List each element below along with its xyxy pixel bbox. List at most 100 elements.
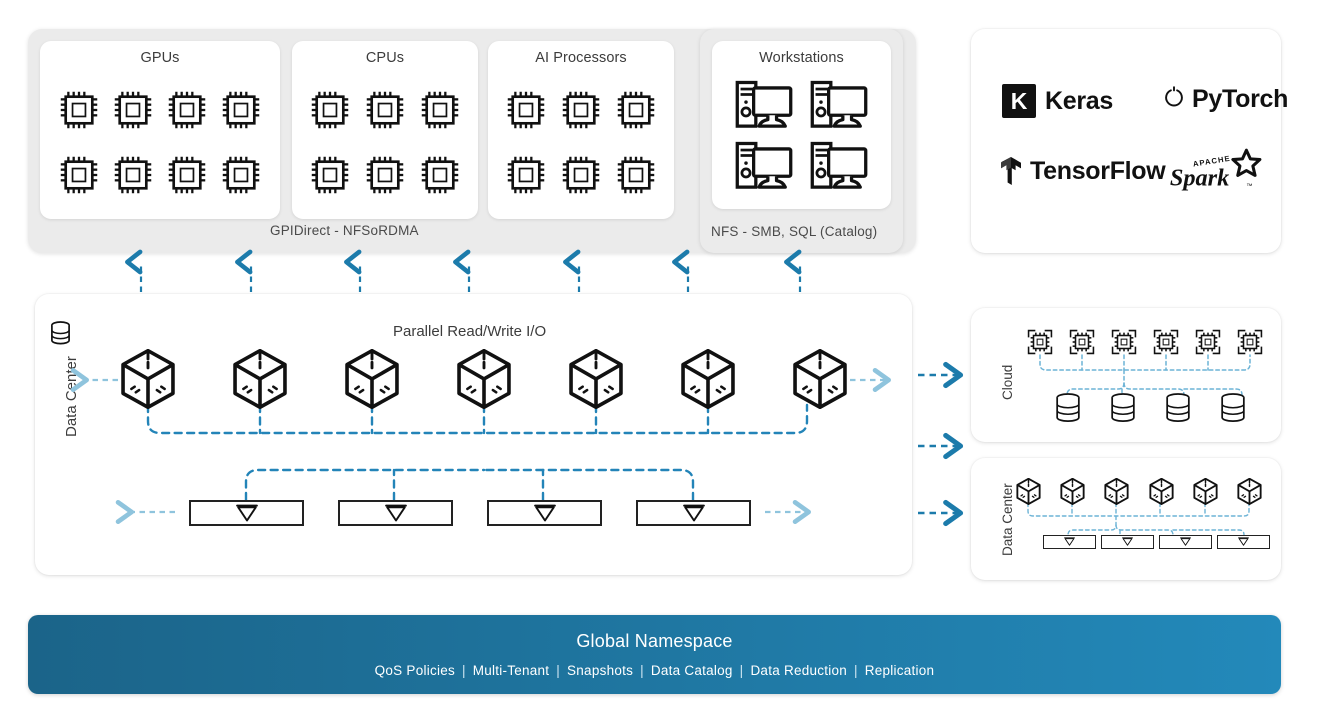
cube-node-icon bbox=[232, 348, 288, 410]
group-title-ai-processors: AI Processors bbox=[535, 50, 627, 66]
cube-node-icon bbox=[1104, 477, 1129, 505]
remote-dc-panel bbox=[971, 458, 1281, 580]
chip-icon bbox=[168, 91, 206, 129]
group-title-gpus: GPUs bbox=[140, 50, 180, 66]
banner-feature: Data Catalog bbox=[650, 663, 733, 678]
chip-icon bbox=[168, 156, 206, 194]
compute-group-ai-processors: AI Processors bbox=[488, 41, 674, 219]
cube-node-icon bbox=[680, 348, 736, 410]
svg-text:™: ™ bbox=[1246, 183, 1252, 190]
chip-icon bbox=[366, 156, 404, 194]
chip-grid-ai-processors bbox=[498, 77, 664, 207]
framework-name-tensorflow: TensorFlow bbox=[1030, 156, 1166, 185]
cube-node-icon bbox=[568, 348, 624, 410]
banner-features: QoS Policies | Multi-Tenant | Snapshots | Data… bbox=[375, 663, 935, 678]
chip-grid-cpus bbox=[302, 77, 468, 207]
framework-name-pytorch: PyTorch bbox=[1192, 84, 1289, 113]
storage-drive-icon bbox=[338, 500, 453, 526]
workstation-grid bbox=[726, 75, 877, 197]
chip-icon bbox=[366, 91, 404, 129]
storage-drive-icon bbox=[1217, 535, 1270, 549]
compute-protocol-label: GPIDirect - NFSoRDMA bbox=[270, 223, 419, 238]
compute-group-gpus: GPUs bbox=[40, 41, 280, 219]
banner-separator: | bbox=[854, 663, 858, 678]
cloud-chip-icon bbox=[1153, 329, 1179, 355]
cloud-panel-side-label: Cloud bbox=[1000, 364, 1015, 400]
svg-text:Spark: Spark bbox=[1170, 164, 1229, 191]
chip-icon bbox=[114, 91, 152, 129]
chip-icon bbox=[60, 156, 98, 194]
cube-node-icon bbox=[1149, 477, 1174, 505]
banner-feature: Data Reduction bbox=[750, 663, 847, 678]
chip-icon bbox=[507, 156, 545, 194]
cube-node-icon bbox=[344, 348, 400, 410]
workstation-icon bbox=[809, 140, 869, 193]
database-icon bbox=[1220, 393, 1246, 428]
banner-separator: | bbox=[461, 663, 466, 678]
main-storage-panel bbox=[35, 294, 912, 575]
framework-name-keras: Keras bbox=[1045, 86, 1113, 115]
chip-icon bbox=[311, 91, 349, 129]
banner-feature: Multi-Tenant bbox=[472, 663, 550, 678]
group-title-cpus: CPUs bbox=[365, 50, 405, 66]
database-icon bbox=[1110, 393, 1136, 428]
chip-icon bbox=[562, 156, 600, 194]
database-icon bbox=[1165, 393, 1191, 428]
banner-feature: Replication bbox=[864, 663, 935, 678]
chip-icon bbox=[114, 156, 152, 194]
chip-icon bbox=[617, 156, 655, 194]
workstation-icon bbox=[734, 140, 794, 193]
chip-icon bbox=[507, 91, 545, 129]
chip-icon bbox=[617, 91, 655, 129]
global-namespace-banner: Global Namespace QoS Policies | Multi-Tena… bbox=[28, 615, 1281, 694]
banner-separator: | bbox=[640, 663, 644, 678]
chip-icon bbox=[421, 156, 459, 194]
workstation-icon bbox=[734, 79, 794, 132]
workstations-protocol-label: NFS - SMB, SQL (Catalog) bbox=[711, 224, 878, 239]
pytorch-logo-icon bbox=[1163, 86, 1185, 112]
group-title-workstations: Workstations bbox=[759, 50, 844, 66]
cube-node-icon bbox=[1060, 477, 1085, 505]
cloud-chip-icon bbox=[1027, 329, 1053, 355]
workstation-icon bbox=[809, 79, 869, 132]
cube-node-icon bbox=[1016, 477, 1041, 505]
workstations-inner: Workstations bbox=[712, 41, 891, 209]
storage-drive-icon bbox=[636, 500, 751, 526]
cube-node-icon bbox=[792, 348, 848, 410]
framework-logo-pytorch: PyTorch bbox=[1163, 86, 1288, 112]
storage-drive-icon bbox=[1159, 535, 1212, 549]
chip-icon bbox=[562, 91, 600, 129]
chip-icon bbox=[222, 91, 260, 129]
banner-feature: QoS Policies bbox=[374, 663, 455, 678]
chip-icon bbox=[222, 156, 260, 194]
cube-node-icon bbox=[1193, 477, 1218, 505]
cube-node-icon bbox=[456, 348, 512, 410]
keras-logo-icon: K bbox=[1002, 84, 1036, 118]
cloud-chip-icon bbox=[1111, 329, 1137, 355]
banner-feature: Snapshots bbox=[567, 663, 634, 678]
main-panel-side-label: Data Center bbox=[63, 356, 80, 437]
database-icon bbox=[1055, 393, 1081, 428]
cloud-chip-icon bbox=[1195, 329, 1221, 355]
database-icon bbox=[50, 321, 71, 350]
remote-dc-side-label: Data Center bbox=[1000, 483, 1015, 556]
framework-logo-keras: K Keras bbox=[1002, 84, 1113, 118]
cloud-chip-icon bbox=[1237, 329, 1263, 355]
banner-separator: | bbox=[739, 663, 744, 678]
tensorflow-logo-icon bbox=[1000, 156, 1022, 186]
chip-icon bbox=[60, 91, 98, 129]
frameworks-panel bbox=[971, 29, 1281, 253]
chip-icon bbox=[421, 91, 459, 129]
chip-grid-gpus bbox=[52, 77, 268, 207]
cube-node-icon bbox=[120, 348, 176, 410]
chip-icon bbox=[311, 156, 349, 194]
banner-title: Global Namespace bbox=[576, 631, 733, 651]
compute-group-cpus: CPUs bbox=[292, 41, 478, 219]
storage-drive-icon bbox=[1043, 535, 1096, 549]
framework-logo-tensorflow: TensorFlow bbox=[1000, 156, 1166, 186]
framework-logo-spark: APACHE Spark ™ bbox=[1160, 148, 1268, 197]
storage-drive-icon bbox=[189, 500, 304, 526]
spark-logo-icon: APACHE Spark ™ bbox=[1170, 148, 1262, 191]
storage-drive-icon bbox=[487, 500, 602, 526]
